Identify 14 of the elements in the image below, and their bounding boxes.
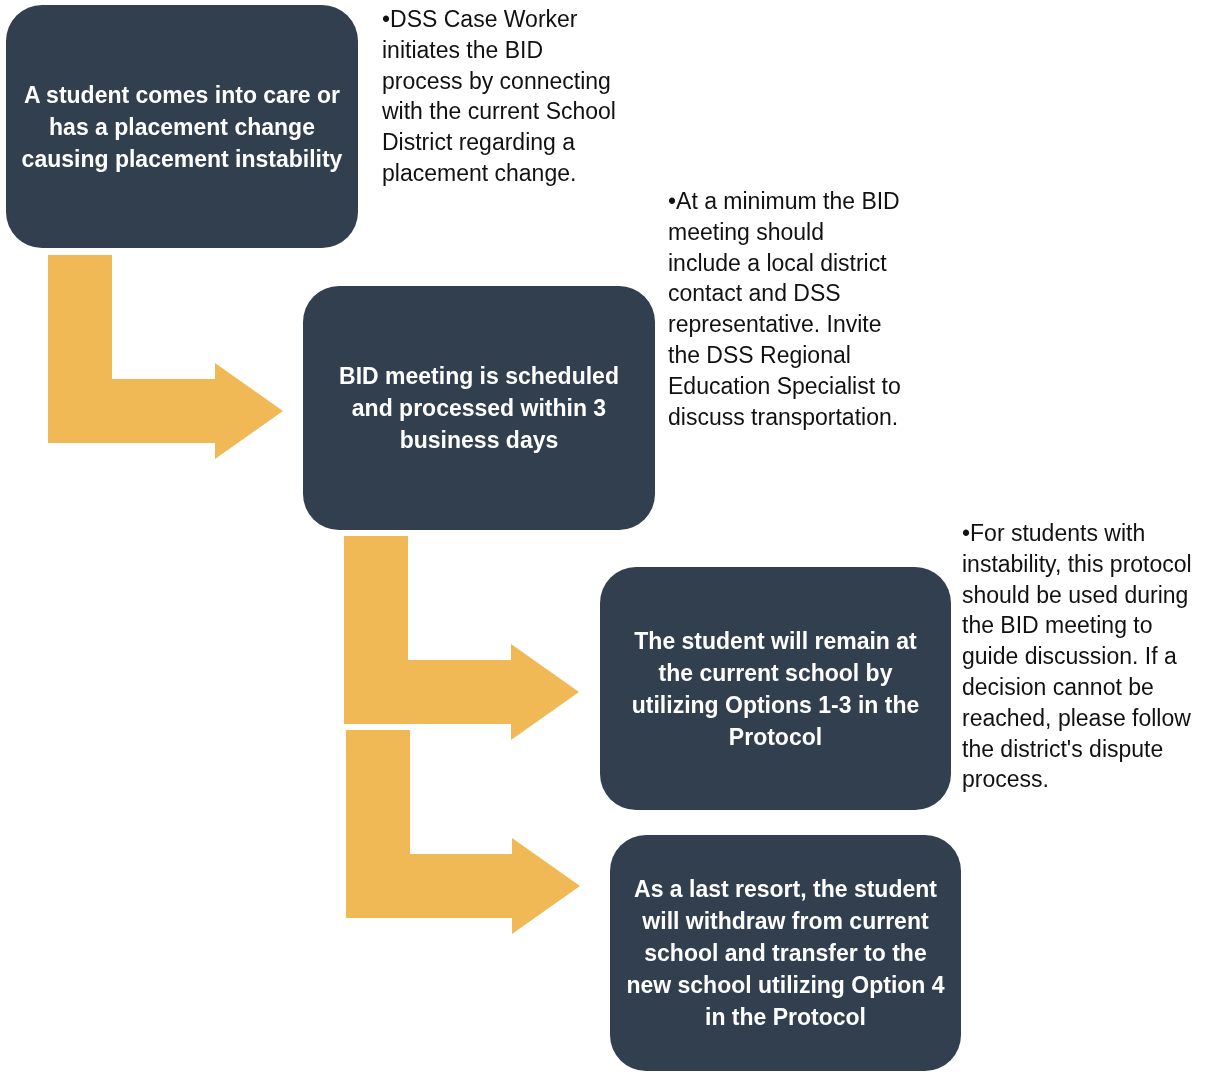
- process-box: [600, 567, 951, 810]
- bullet-note: •At a minimum the BID meeting should include a local district contact and DSS representative. Invite the DSS Regional Education Specialist to discuss transportation.: [668, 187, 902, 432]
- process-box: [610, 835, 961, 1071]
- bullet-note: •For students with instability, this protocol should be used during the BID meeting to guide discussion. If a decision cannot be reached, please follow the district's dispute process.: [962, 519, 1193, 795]
- step-text: A student comes into care or has a placement change causing placement instability: [20, 80, 344, 174]
- process-box: [6, 5, 358, 248]
- bullet-note: •DSS Case Worker initiates the BID process by connecting with the current School District regarding a placement change.: [382, 5, 617, 188]
- step-text: The student will remain at the current school by utilizing Options 1-3 in the Protocol: [630, 626, 921, 752]
- process-box: [303, 286, 655, 530]
- bent-arrow: [346, 730, 580, 934]
- bent-arrow: [344, 536, 579, 740]
- step-text: As a last resort, the student will withdraw from current school and transfer to the new school utilizing Option 4 in the Protocol: [625, 875, 946, 1032]
- step-text: BID meeting is scheduled and processed within 3 business days: [338, 362, 620, 455]
- bent-arrow: [48, 255, 283, 459]
